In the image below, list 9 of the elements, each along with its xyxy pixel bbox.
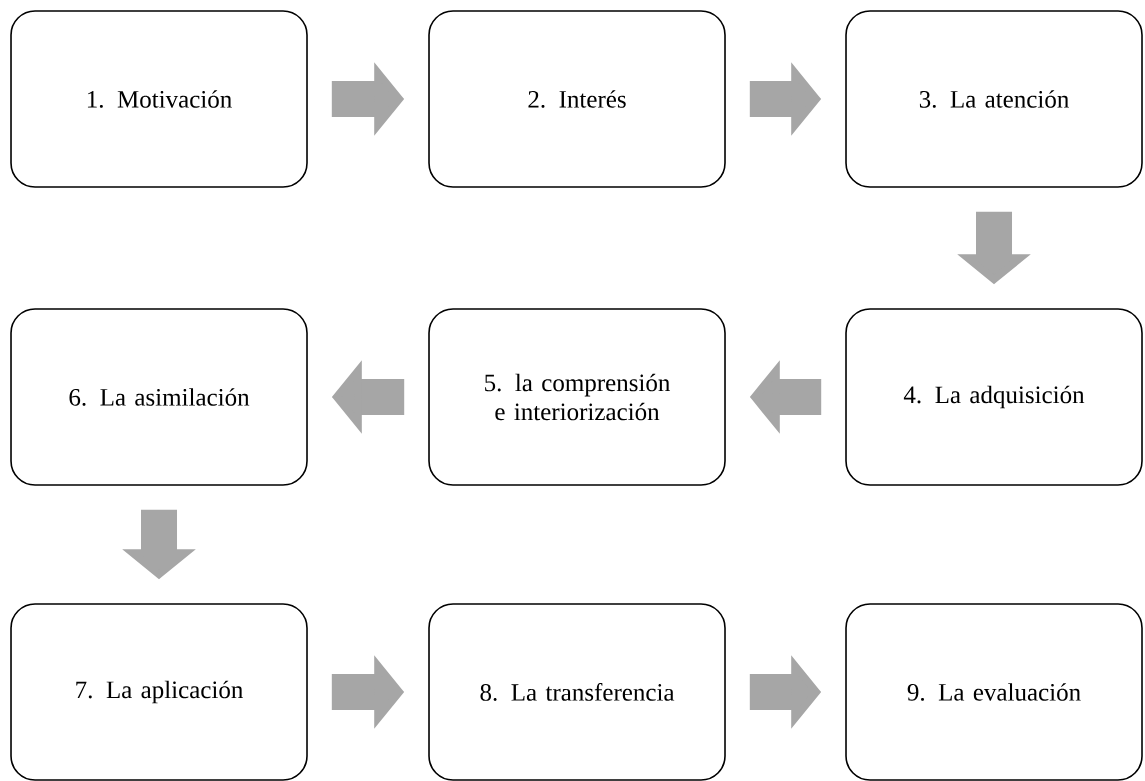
process-box: 7. La aplicación xyxy=(10,603,308,781)
process-box: 3. La atención xyxy=(845,10,1143,188)
process-box: 6. La asimilación xyxy=(10,308,308,486)
process-box: 9. La evaluación xyxy=(845,603,1143,781)
process-box: 4. La adquisición xyxy=(845,308,1143,486)
process-box: 8. La transferencia xyxy=(428,603,726,781)
process-box: 2. Interés xyxy=(428,10,726,188)
process-box: 1. Motivación xyxy=(10,10,308,188)
process-box: 5. la comprensión e interiorización xyxy=(428,308,726,486)
